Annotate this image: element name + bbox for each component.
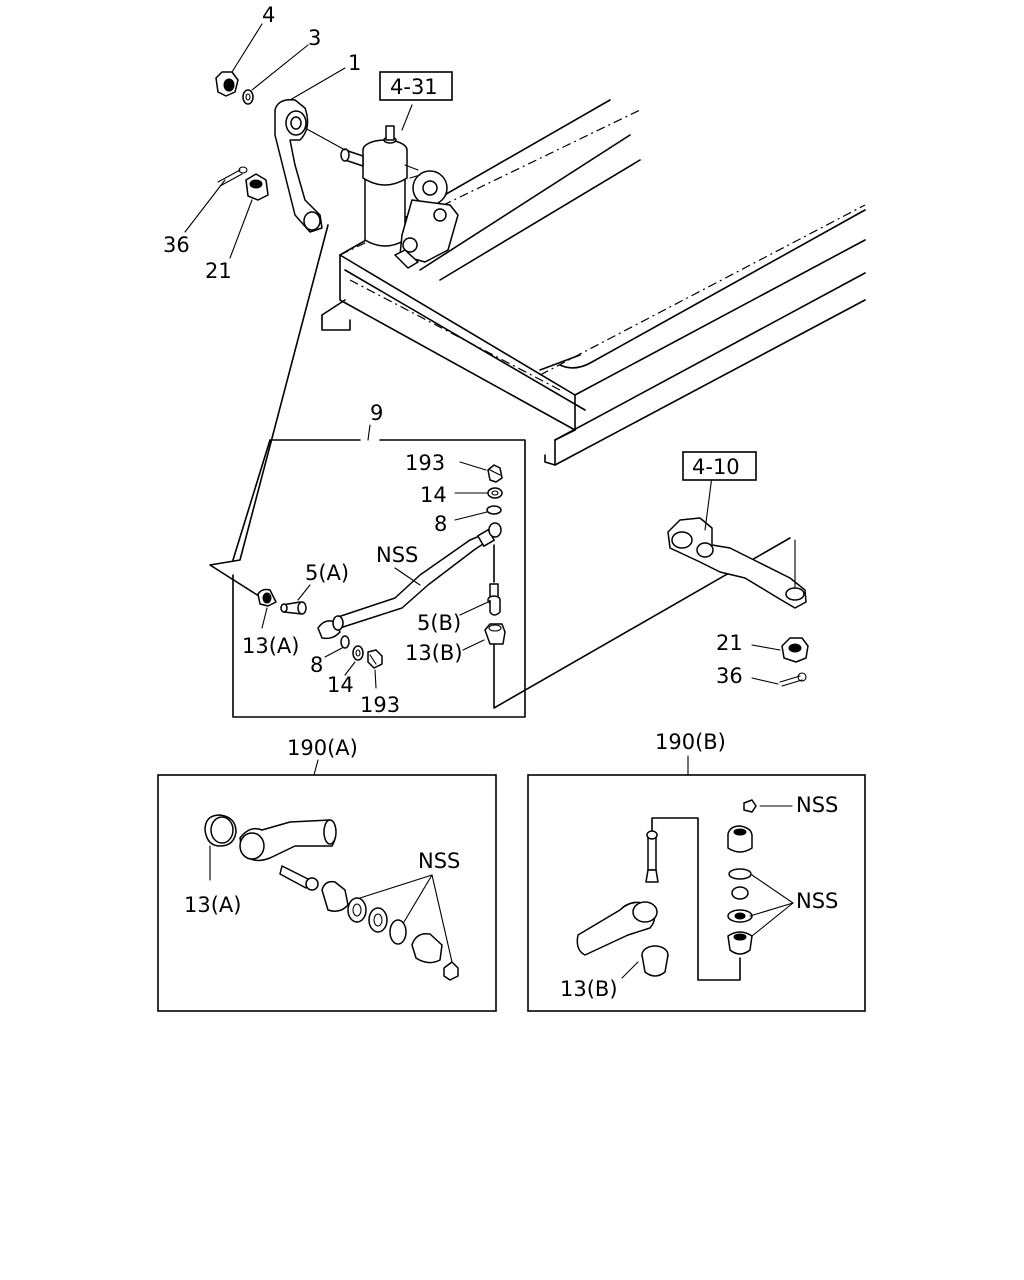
drag-link-rod bbox=[317, 522, 502, 640]
ref-box-4-31 bbox=[379, 71, 453, 101]
label-part-8-top: 8 bbox=[434, 512, 447, 536]
ball-stud-5b bbox=[487, 583, 501, 616]
kit-190b-parts bbox=[576, 799, 757, 981]
ring-8-top bbox=[486, 505, 502, 515]
boot-13b bbox=[484, 623, 506, 645]
knuckle-arm bbox=[667, 475, 807, 609]
label-part-36-top: 36 bbox=[163, 233, 190, 257]
cotter-pin-36-top bbox=[184, 166, 248, 233]
label-part-21-top: 21 bbox=[205, 259, 232, 283]
boot-13a bbox=[257, 588, 277, 607]
label-part-14-top: 14 bbox=[420, 483, 447, 507]
ring-8-bottom bbox=[340, 635, 350, 649]
pitman-arm bbox=[274, 98, 346, 233]
label-part-193-top: 193 bbox=[405, 451, 445, 475]
label-kit-nss-b1: NSS bbox=[796, 793, 838, 817]
label-part-9: 9 bbox=[370, 401, 383, 425]
label-kit-190b: 190(B) bbox=[655, 730, 726, 754]
ref-label-4-31: 4-31 bbox=[390, 75, 438, 99]
nut-21-right bbox=[781, 637, 809, 663]
label-kit-190a: 190(A) bbox=[287, 736, 358, 760]
label-part-1: 1 bbox=[348, 51, 361, 75]
label-part-36-right: 36 bbox=[716, 664, 743, 688]
label-part-193-bottom: 193 bbox=[360, 693, 400, 717]
label-kit-13a: 13(A) bbox=[184, 893, 241, 917]
nut-21-top bbox=[229, 173, 269, 259]
label-part-21-right: 21 bbox=[716, 631, 743, 655]
kit-190b-box bbox=[527, 774, 866, 1012]
ref-label-4-10: 4-10 bbox=[692, 455, 740, 479]
label-part-14-bottom: 14 bbox=[327, 673, 354, 697]
steering-gear-box bbox=[340, 125, 459, 269]
drag-link-to-knuckle-line bbox=[493, 537, 791, 709]
ball-stud-5a bbox=[280, 601, 307, 615]
label-part-4: 4 bbox=[262, 3, 275, 27]
label-nss-rod: NSS bbox=[376, 543, 418, 567]
drag-link-box-frame bbox=[232, 439, 526, 718]
frame-rail-assembly bbox=[321, 99, 866, 466]
nut-193-top bbox=[487, 464, 503, 483]
pitman-to-drag-link-line bbox=[209, 224, 329, 599]
ref-box-4-10 bbox=[682, 451, 757, 481]
nut-193-bottom bbox=[367, 649, 383, 669]
label-part-5a: 5(A) bbox=[305, 561, 349, 585]
washer-3 bbox=[242, 44, 309, 105]
label-part-8-bottom: 8 bbox=[310, 653, 323, 677]
label-part-13a: 13(A) bbox=[242, 634, 299, 658]
label-kit-nss-b2: NSS bbox=[796, 889, 838, 913]
nut-4 bbox=[215, 23, 263, 97]
kit-190a-parts bbox=[204, 814, 459, 981]
label-part-3: 3 bbox=[308, 26, 321, 50]
label-part-13b: 13(B) bbox=[405, 641, 463, 665]
label-kit-13b: 13(B) bbox=[560, 977, 618, 1001]
label-part-5b: 5(B) bbox=[417, 611, 461, 635]
seal-14-bottom bbox=[352, 645, 364, 661]
cotter-pin-36-right bbox=[779, 672, 807, 687]
label-kit-nss-a: NSS bbox=[418, 849, 460, 873]
seal-14-top bbox=[487, 487, 503, 499]
